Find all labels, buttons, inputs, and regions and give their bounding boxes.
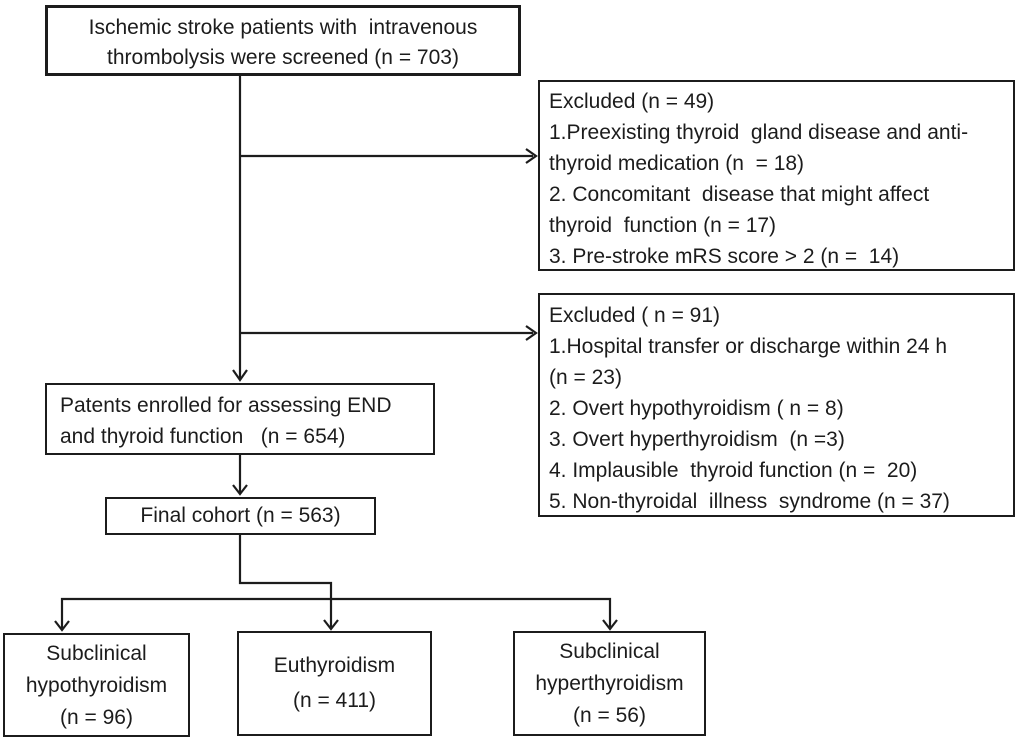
excluded-2-item-4: 4. Implausible thyroid function (n = 20) xyxy=(549,459,918,482)
arrowhead-into-excluded-2 xyxy=(525,325,538,341)
arrowhead-into-hyperthyroidism xyxy=(602,619,618,631)
euthyroidism-line-1: Euthyroidism xyxy=(273,654,396,677)
excluded-2-item-2: 2. Overt hypothyroidism ( n = 8) xyxy=(549,397,844,420)
enrolled-patients-box: Patents enrolled for assessing END and t… xyxy=(45,383,435,455)
euthyroidism-count: (n = 411) xyxy=(292,689,377,712)
excluded-1-item-1a: 1.Preexisting thyroid gland disease and … xyxy=(549,121,969,144)
excluded-1-item-2b: thyroid function (n = 17) xyxy=(549,214,777,237)
subclinical-hypothyroidism-box: Subclinical hypothyroidism (n = 96) xyxy=(3,633,190,737)
arrowhead-into-final xyxy=(232,484,248,496)
subclinical-hyperthyroidism-box: Subclinical hyperthyroidism (n = 56) xyxy=(513,631,706,736)
hypothyroidism-line-2: hypothyroidism xyxy=(25,674,168,697)
final-cohort-box: Final cohort (n = 563) xyxy=(105,497,376,535)
screened-line-1: Ischemic stroke patients with intravenou… xyxy=(88,16,478,39)
excluded-box-1: Excluded (n = 49) 1.Preexisting thyroid … xyxy=(538,80,1015,271)
arrowhead-into-euthyroidism xyxy=(323,619,339,631)
screened-patients-box: Ischemic stroke patients with intravenou… xyxy=(45,5,521,76)
euthyroidism-box: Euthyroidism (n = 411) xyxy=(237,631,432,736)
screened-line-2: thrombolysis were screened (n = 703) xyxy=(107,46,459,69)
final-cohort-label: Final cohort (n = 563) xyxy=(140,504,341,527)
enrolled-line-1: Patents enrolled for assessing END xyxy=(60,394,392,417)
hyperthyroidism-count: (n = 56) xyxy=(573,704,646,727)
connector-split-bar xyxy=(60,597,612,628)
hyperthyroidism-line-2: hyperthyroidism xyxy=(535,672,684,695)
excluded-box-2: Excluded ( n = 91) 1.Hospital transfer o… xyxy=(538,293,1015,517)
connector-final-to-split xyxy=(238,535,333,627)
excluded-2-item-3: 3. Overt hyperthyroidism (n =3) xyxy=(549,428,845,451)
excluded-2-item-1a: 1.Hospital transfer or discharge within … xyxy=(549,335,948,358)
enrolled-line-2: and thyroid function (n = 654) xyxy=(60,425,346,448)
excluded-1-item-3: 3. Pre-stroke mRS score > 2 (n = 14) xyxy=(549,245,900,268)
arrowhead-into-excluded-1 xyxy=(525,148,538,164)
excluded-2-title: Excluded ( n = 91) xyxy=(549,304,721,327)
excluded-1-item-2a: 2. Concomitant disease that might affect xyxy=(549,183,930,206)
excluded-1-item-1b: thyroid medication (n = 18) xyxy=(549,152,805,175)
hypothyroidism-line-1: Subclinical xyxy=(46,642,147,665)
hypothyroidism-count: (n = 96) xyxy=(60,706,133,729)
excluded-1-title: Excluded (n = 49) xyxy=(549,90,715,113)
arrowhead-into-hypothyroidism xyxy=(54,620,70,632)
excluded-2-item-5: 5. Non-thyroidal illness syndrome (n = 3… xyxy=(549,490,950,513)
hyperthyroidism-line-1: Subclinical xyxy=(559,640,660,663)
excluded-2-item-1b: (n = 23) xyxy=(549,366,622,389)
arrowhead-into-enrolled xyxy=(232,369,248,382)
